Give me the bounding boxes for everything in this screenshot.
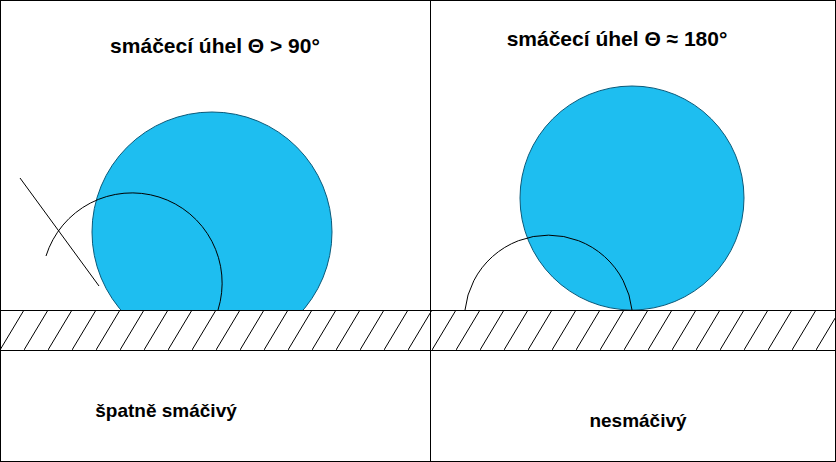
angle-arc	[46, 193, 222, 310]
wetting-label: nesmáčivý	[589, 410, 686, 433]
wetting-label: špatně smáčivý	[95, 400, 237, 423]
droplet	[520, 86, 744, 310]
droplet	[92, 112, 332, 310]
surface-edge	[0, 350, 836, 351]
angle-heading: smáčecí úhel Θ ≈ 180°	[507, 26, 728, 51]
angle-arc	[465, 235, 632, 310]
solid-surface	[0, 310, 836, 350]
tangent-line	[20, 178, 99, 286]
surface-edge	[0, 310, 836, 311]
angle-heading: smáčecí úhel Θ > 90°	[110, 33, 320, 58]
panel: smáčecí úhel Θ > 90° špatně smáčivý	[0, 0, 431, 462]
panel: smáčecí úhel Θ ≈ 180° nesmáčivý	[430, 0, 836, 462]
